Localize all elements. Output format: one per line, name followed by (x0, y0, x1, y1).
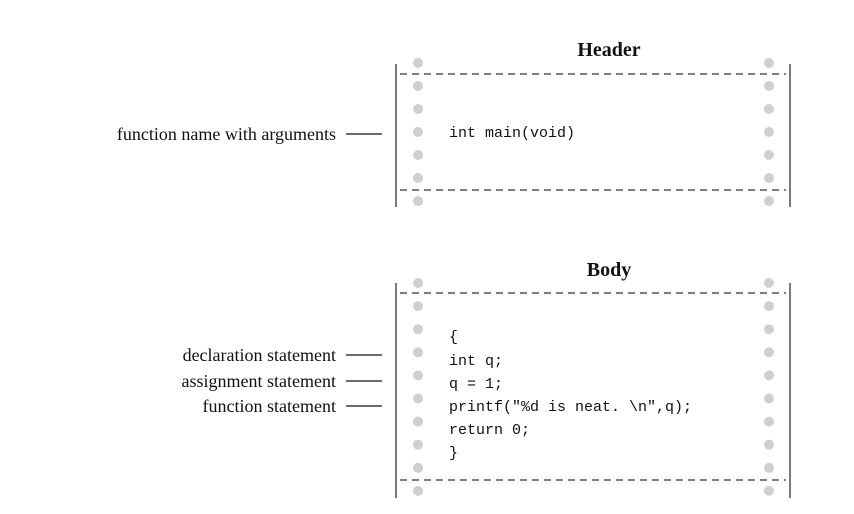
code-printf: printf("%d is neat. \n",q); (449, 399, 692, 416)
tractor-hole (764, 485, 774, 496)
tractor-hole (764, 58, 774, 68)
tractor-hole (413, 324, 423, 335)
tractor-hole (413, 416, 423, 427)
header-code-line: int main(void) (449, 125, 575, 142)
tractor-hole (413, 104, 423, 114)
code-assignment: q = 1; (449, 376, 503, 393)
tractor-hole (413, 278, 423, 288)
tractor-hole (413, 150, 423, 160)
tractor-hole (764, 301, 774, 312)
tractor-hole (413, 347, 423, 358)
body-tractor-holes (413, 278, 774, 496)
tractor-hole (764, 439, 774, 450)
tractor-hole (764, 278, 774, 288)
code-declaration: int q; (449, 353, 503, 370)
label-declaration-statement: declaration statement (183, 345, 336, 365)
body-panel: Body { int q; q = 1; printf("%d is neat.… (182, 259, 791, 498)
code-open-brace: { (449, 329, 458, 346)
tractor-hole (413, 196, 423, 206)
tractor-hole (413, 462, 423, 473)
header-tractor-holes (413, 58, 774, 206)
label-assignment-statement: assignment statement (182, 371, 336, 391)
header-panel: Header int main(void) function name with… (117, 39, 791, 207)
tractor-hole (413, 393, 423, 404)
tractor-hole (764, 196, 774, 206)
tractor-hole (764, 173, 774, 183)
body-title: Body (587, 259, 631, 281)
tractor-hole (764, 462, 774, 473)
body-code: { int q; q = 1; printf("%d is neat. \n",… (449, 329, 692, 462)
tractor-hole (764, 324, 774, 335)
tractor-hole (764, 347, 774, 358)
tractor-hole (764, 416, 774, 427)
tractor-hole (413, 173, 423, 183)
tractor-hole (413, 81, 423, 91)
tractor-hole (413, 485, 423, 496)
tractor-hole (413, 58, 423, 68)
tractor-hole (413, 127, 423, 137)
tractor-hole (764, 81, 774, 91)
tractor-hole (413, 301, 423, 312)
header-title: Header (577, 39, 640, 61)
tractor-hole (764, 370, 774, 381)
tractor-hole (764, 104, 774, 114)
tractor-hole (413, 439, 423, 450)
tractor-hole (413, 370, 423, 381)
label-function-statement: function statement (203, 396, 336, 416)
label-function-name-with-arguments: function name with arguments (117, 124, 336, 144)
header-label: function name with arguments (117, 124, 382, 144)
tractor-hole (764, 127, 774, 137)
tractor-hole (764, 150, 774, 160)
body-labels: declaration statement assignment stateme… (182, 345, 382, 416)
code-close-brace: } (449, 445, 458, 462)
tractor-hole (764, 393, 774, 404)
code-return: return 0; (449, 422, 530, 439)
